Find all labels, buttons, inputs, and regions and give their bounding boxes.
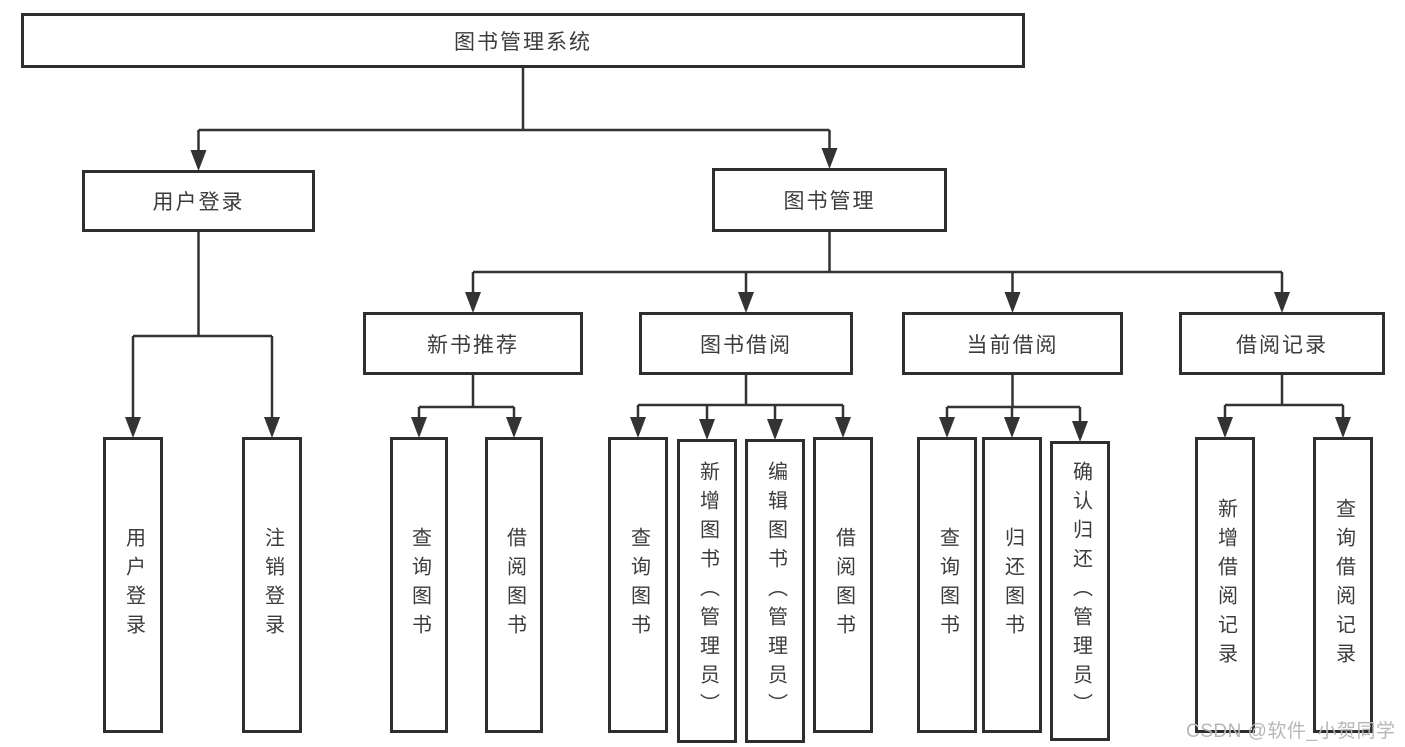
- node-leaf-bb-borrow-books: 借阅图书: [813, 437, 873, 733]
- node-label: 借阅图书: [832, 527, 855, 643]
- node-label: 注销登录: [261, 527, 284, 643]
- node-leaf-bb-edit-books-admin: 编辑图书（管理员）: [745, 439, 805, 743]
- node-leaf-logout: 注销登录: [242, 437, 302, 733]
- node-label: 查询图书: [627, 527, 650, 643]
- node-leaf-br-query-record: 查询借阅记录: [1313, 437, 1373, 733]
- node-label: 借阅图书: [503, 527, 526, 643]
- node-current-borrowing: 当前借阅: [902, 312, 1123, 375]
- node-label: 图书管理系统: [454, 30, 592, 54]
- node-label: 用户登录: [152, 191, 245, 214]
- node-label: 新增图书（管理员）: [696, 460, 719, 722]
- node-book-management: 图书管理: [712, 168, 947, 232]
- node-leaf-cb-query-books: 查询图书: [917, 437, 977, 733]
- node-leaf-nbr-borrow-books: 借阅图书: [485, 437, 543, 733]
- node-label: 借阅记录: [1236, 333, 1328, 357]
- node-leaf-bb-query-books: 查询图书: [608, 437, 668, 733]
- node-borrowing-records: 借阅记录: [1179, 312, 1385, 375]
- node-library-system: 图书管理系统: [21, 13, 1025, 68]
- node-leaf-br-add-record: 新增借阅记录: [1195, 437, 1255, 733]
- node-book-borrowing: 图书借阅: [639, 312, 853, 375]
- node-label: 图书管理: [783, 190, 876, 213]
- node-leaf-cb-return-books: 归还图书: [982, 437, 1042, 733]
- node-label: 新增借阅记录: [1214, 498, 1237, 672]
- node-label: 编辑图书（管理员）: [764, 460, 787, 722]
- csdn-watermark: CSDN @软件_小贺同学: [1186, 721, 1396, 742]
- node-label: 新书推荐: [427, 333, 519, 357]
- node-label: 查询图书: [936, 527, 959, 643]
- node-label: 当前借阅: [966, 333, 1059, 357]
- node-leaf-cb-confirm-return-admin: 确认归还（管理员）: [1050, 441, 1110, 741]
- node-label: 查询借阅记录: [1332, 498, 1355, 672]
- node-label: 用户登录: [122, 527, 145, 643]
- node-leaf-user-login: 用户登录: [103, 437, 163, 733]
- node-leaf-bb-add-books-admin: 新增图书（管理员）: [677, 439, 737, 743]
- node-label: 确认归还（管理员）: [1069, 460, 1092, 722]
- node-user-login: 用户登录: [82, 170, 315, 232]
- node-label: 查询图书: [408, 527, 431, 643]
- node-leaf-nbr-query-books: 查询图书: [390, 437, 448, 733]
- node-label: 归还图书: [1001, 527, 1024, 643]
- node-new-book-recommend: 新书推荐: [363, 312, 583, 375]
- node-label: 图书借阅: [700, 333, 792, 357]
